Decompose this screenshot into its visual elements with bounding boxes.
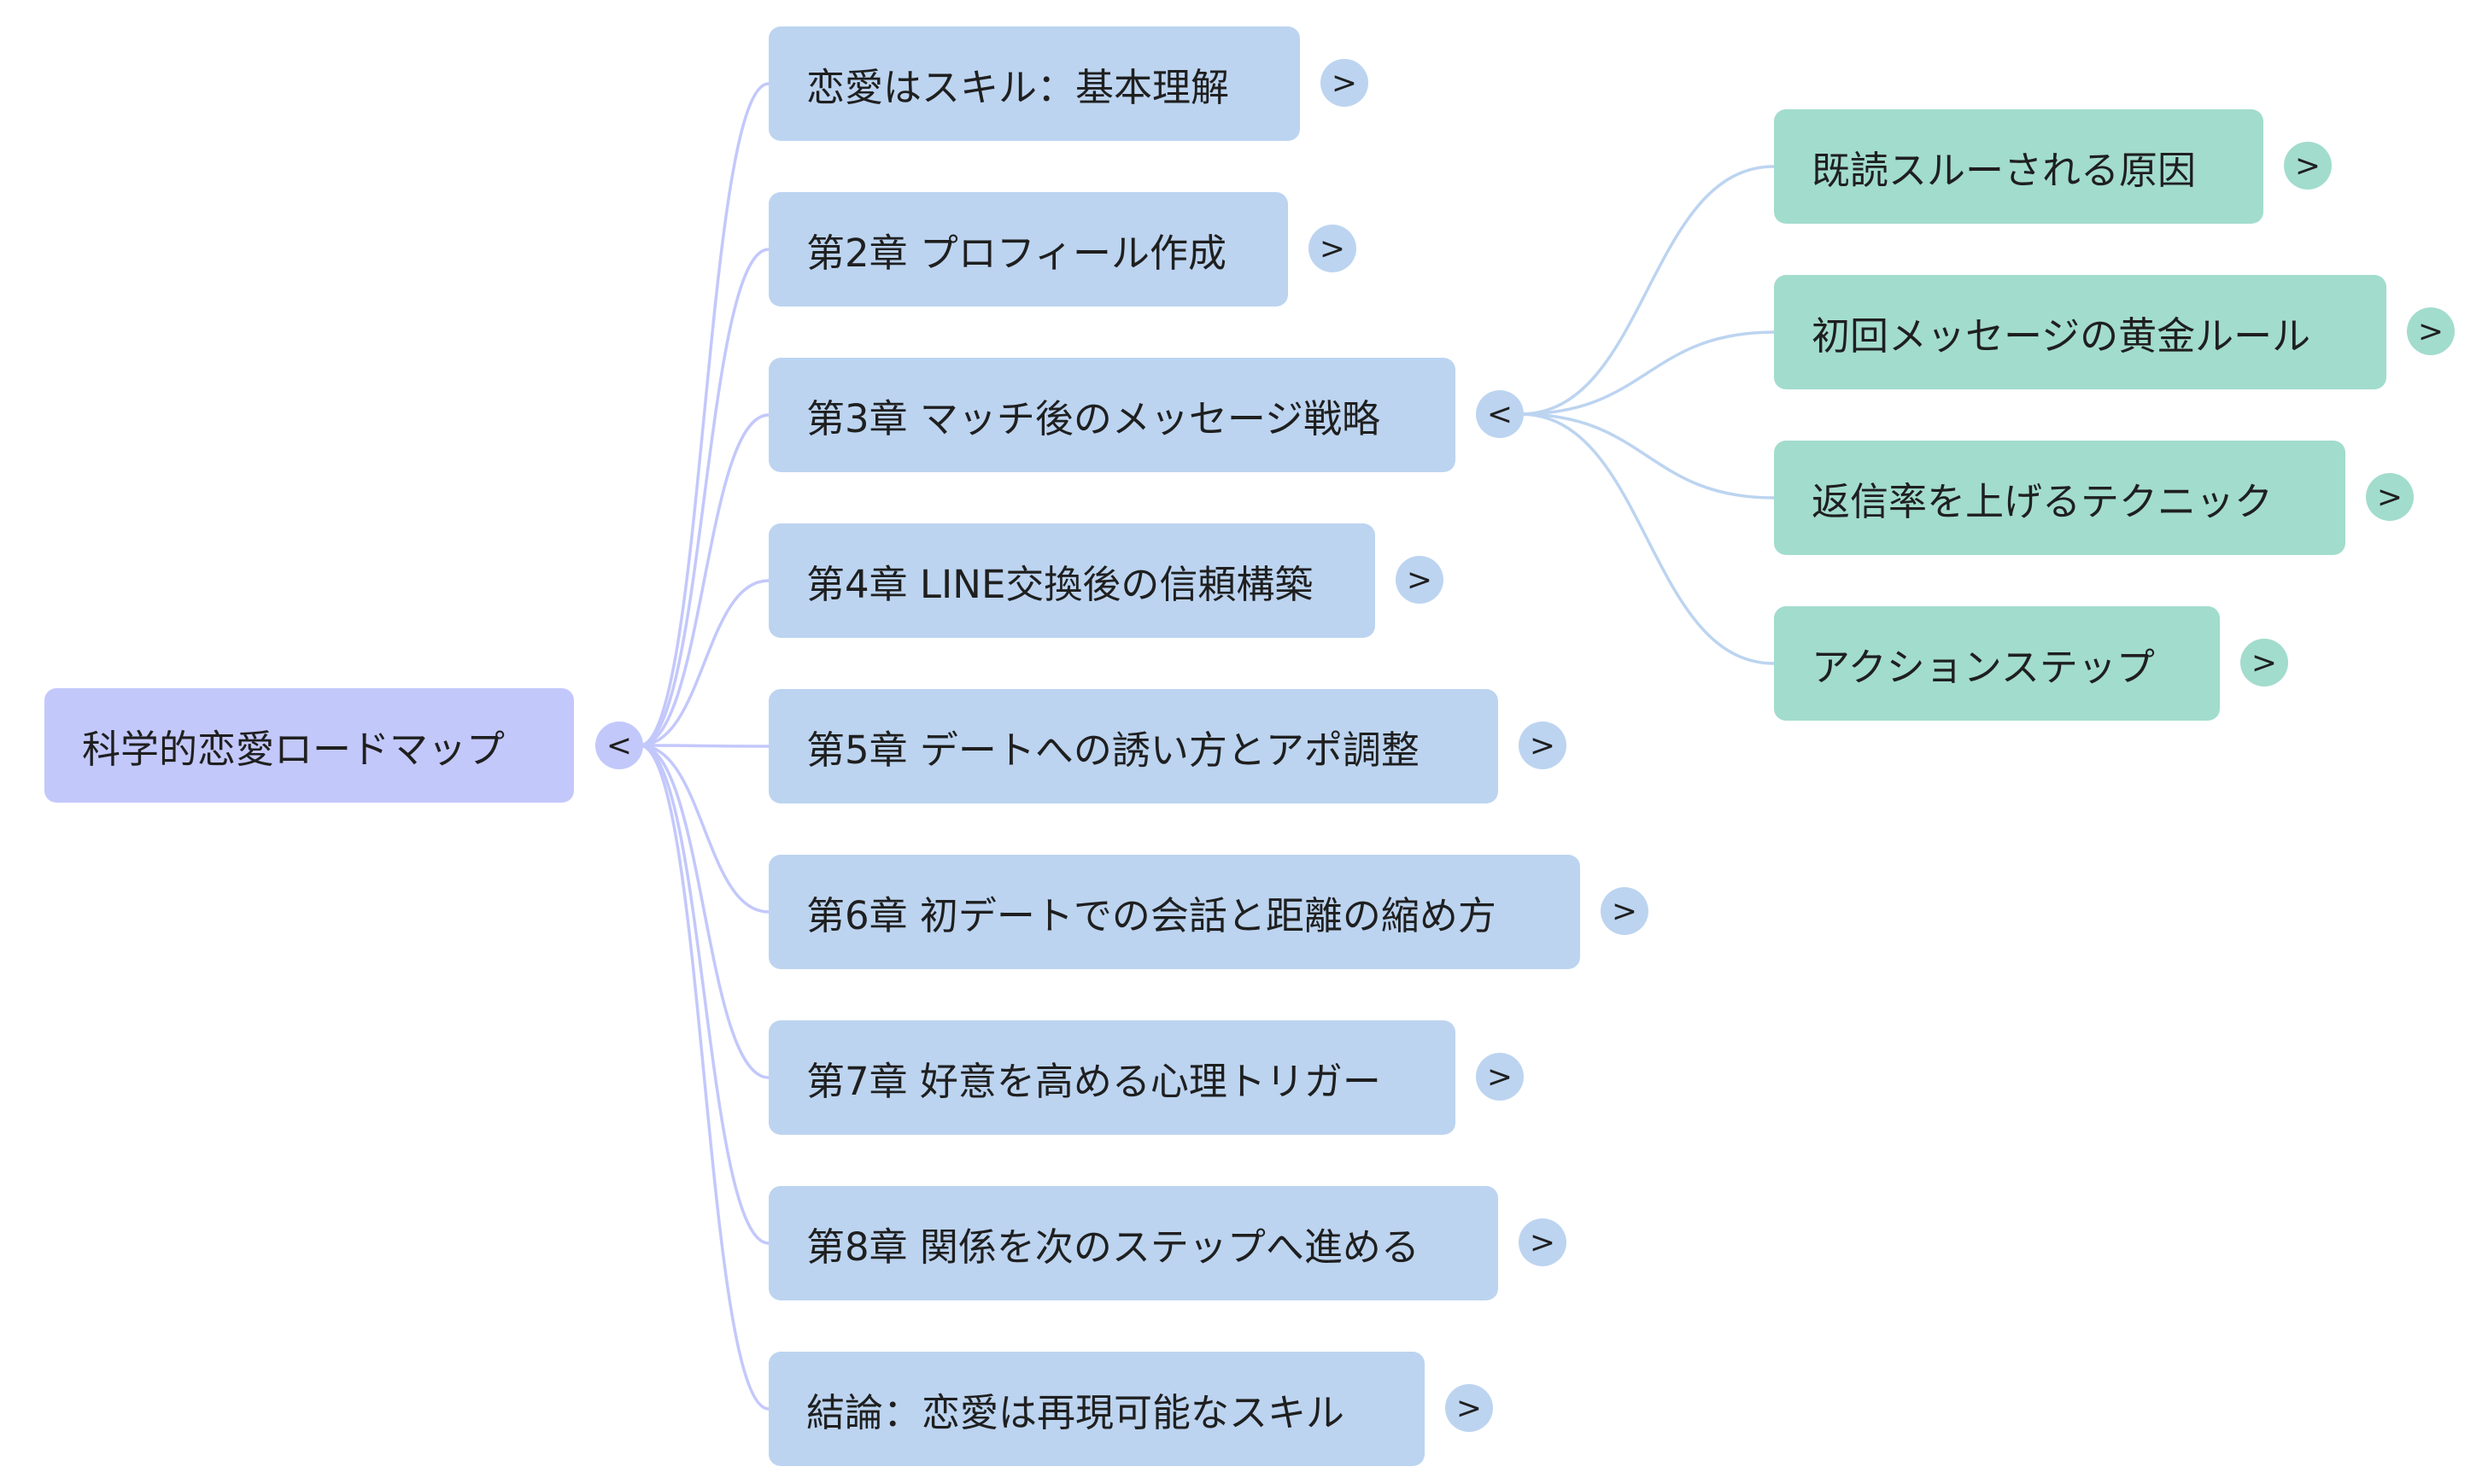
- edge-root-to-chapter-9: [639, 744, 770, 1411]
- root-node-label: 科学的恋愛ロードマップ: [82, 726, 506, 772]
- subtopic-node-4[interactable]: アクションステップ: [1774, 606, 2220, 721]
- chapter-node-4[interactable]: 第4章 LINE交換後の信頼構築: [769, 523, 1375, 638]
- chapter-node-1[interactable]: 恋愛はスキル：基本理解: [769, 26, 1300, 141]
- subtopic-node-1[interactable]: 既読スルーされる原因: [1774, 109, 2263, 224]
- chapter-node-label: 第8章 関係を次のステップへ進める: [806, 1224, 1420, 1270]
- edge-chapter3-to-subtopic-4: [1519, 412, 1775, 665]
- chapter-expand-toggle[interactable]: >: [1519, 1218, 1566, 1266]
- chapter-node-7[interactable]: 第7章 好意を高める心理トリガー: [769, 1020, 1455, 1135]
- chapter-node-label: 第3章 マッチ後のメッセージ戦略: [806, 395, 1381, 441]
- chapter-expand-toggle[interactable]: >: [1308, 225, 1356, 272]
- edge-root-to-chapter-2: [639, 248, 770, 747]
- subtopic-expand-toggle[interactable]: >: [2366, 473, 2414, 521]
- chapter-expand-toggle[interactable]: >: [1519, 722, 1566, 769]
- edge-root-to-chapter-8: [639, 744, 770, 1245]
- chapter-node-8[interactable]: 第8章 関係を次のステップへ進める: [769, 1186, 1498, 1300]
- root-collapse-toggle[interactable]: <: [595, 722, 643, 769]
- chapter-node-label: 第6章 初デートでの会話と距離の縮め方: [806, 892, 1496, 938]
- subtopic-expand-toggle[interactable]: >: [2240, 639, 2288, 686]
- chapter-node-6[interactable]: 第6章 初デートでの会話と距離の縮め方: [769, 855, 1580, 969]
- chapter-node-5[interactable]: 第5章 デートへの誘い方とアポ調整: [769, 689, 1498, 803]
- chapter-node-label: 第2章 プロフィール作成: [806, 230, 1227, 276]
- chapter-node-2[interactable]: 第2章 プロフィール作成: [769, 192, 1288, 307]
- chapter-expand-toggle[interactable]: >: [1320, 59, 1368, 107]
- edge-root-to-chapter-3: [639, 413, 770, 747]
- edge-root-to-chapter-1: [639, 82, 770, 747]
- subtopic-node-label: アクションステップ: [1812, 644, 2155, 690]
- subtopic-node-2[interactable]: 初回メッセージの黄金ルール: [1774, 275, 2386, 389]
- edge-chapter3-to-subtopic-3: [1519, 412, 1775, 500]
- chapter-node-label: 第7章 好意を高める心理トリガー: [806, 1058, 1381, 1104]
- chapter-node-label: 結論：恋愛は再現可能なスキル: [806, 1389, 1345, 1435]
- edge-root-to-chapter-7: [639, 744, 770, 1079]
- chapter-node-label: 第4章 LINE交換後の信頼構築: [806, 561, 1314, 607]
- subtopic-node-label: 既読スルーされる原因: [1812, 147, 2197, 193]
- chapter-expand-toggle[interactable]: >: [1445, 1384, 1493, 1432]
- edge-chapter3-to-subtopic-2: [1519, 330, 1775, 416]
- subtopic-expand-toggle[interactable]: >: [2284, 142, 2332, 190]
- chapter-expand-toggle[interactable]: >: [1476, 1053, 1524, 1101]
- chapter-collapse-toggle[interactable]: <: [1476, 390, 1524, 438]
- chapter-node-9[interactable]: 結論：恋愛は再現可能なスキル: [769, 1352, 1425, 1466]
- root-node[interactable]: 科学的恋愛ロードマップ: [44, 688, 574, 803]
- edge-chapter3-to-subtopic-1: [1519, 165, 1775, 416]
- chapter-node-label: 恋愛はスキル：基本理解: [806, 64, 1230, 110]
- chapter-expand-toggle[interactable]: >: [1601, 887, 1648, 935]
- chapter-expand-toggle[interactable]: >: [1396, 556, 1443, 604]
- edge-root-to-chapter-6: [639, 744, 770, 914]
- chapter-node-3[interactable]: 第3章 マッチ後のメッセージ戦略: [769, 358, 1455, 472]
- edge-root-to-chapter-5: [639, 744, 770, 748]
- subtopic-node-label: 初回メッセージの黄金ルール: [1812, 313, 2311, 359]
- subtopic-expand-toggle[interactable]: >: [2407, 307, 2455, 355]
- subtopic-node-label: 返信率を上げるテクニック: [1812, 478, 2274, 524]
- edge-root-to-chapter-4: [639, 579, 770, 747]
- subtopic-node-3[interactable]: 返信率を上げるテクニック: [1774, 441, 2345, 555]
- chapter-node-label: 第5章 デートへの誘い方とアポ調整: [806, 727, 1420, 773]
